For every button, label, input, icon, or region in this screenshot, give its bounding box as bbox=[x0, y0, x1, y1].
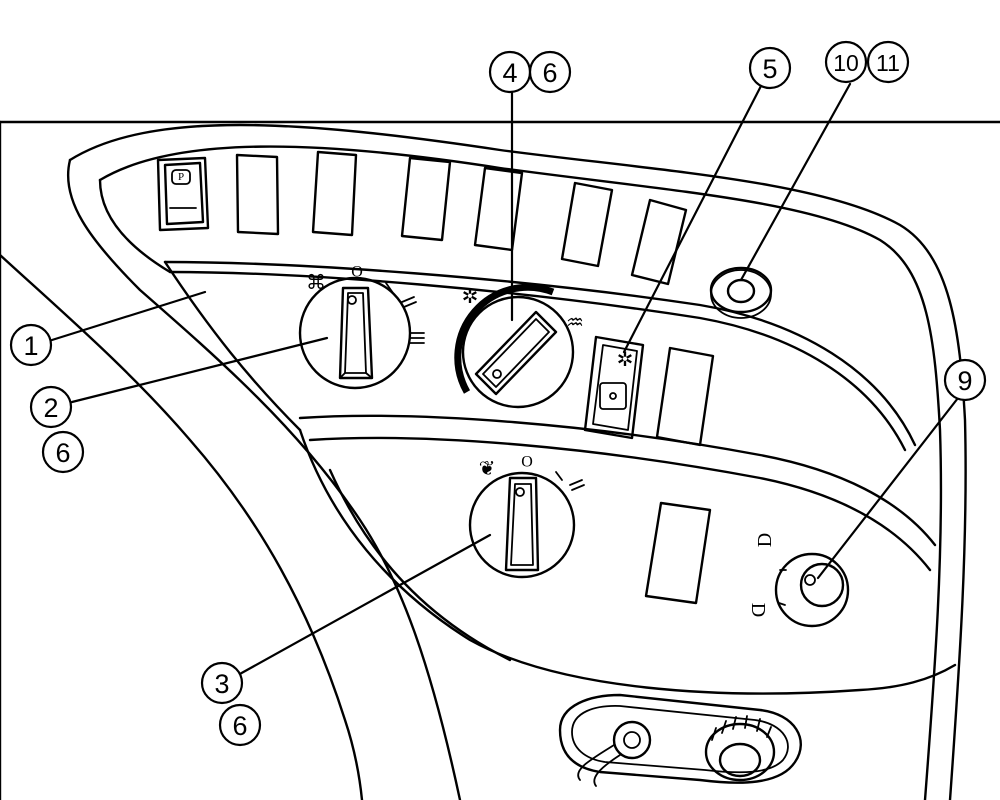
callout-11: 11 bbox=[866, 40, 910, 84]
temperature-knob[interactable] bbox=[454, 283, 575, 409]
svg-text:3: 3 bbox=[214, 669, 229, 699]
cold-icon: ✲ bbox=[462, 284, 479, 308]
fan-icon: ⌘ bbox=[306, 270, 326, 294]
callout-1: 1 bbox=[9, 323, 53, 367]
wiper-markings: ❦ O bbox=[479, 454, 585, 491]
leader-10-11 bbox=[739, 82, 852, 282]
svg-text:6: 6 bbox=[542, 58, 557, 88]
switch-blank-5[interactable] bbox=[560, 181, 614, 268]
svg-text:6: 6 bbox=[232, 711, 247, 741]
fan-speed-markings: ⌘ O bbox=[306, 264, 425, 344]
callout-2: 2 bbox=[29, 385, 73, 429]
heat-icon: ♒ bbox=[566, 310, 584, 334]
switch-blank-3[interactable] bbox=[400, 156, 452, 242]
switch-blank-8[interactable] bbox=[644, 501, 712, 605]
round-push-button[interactable] bbox=[709, 266, 773, 319]
svg-text:2: 2 bbox=[43, 393, 58, 423]
mirror-adjust-knob[interactable] bbox=[774, 552, 850, 628]
wiper-zero-mark: O bbox=[521, 454, 533, 471]
svg-text:11: 11 bbox=[876, 50, 900, 76]
switch-blank-6[interactable] bbox=[630, 198, 688, 286]
svg-text:6: 6 bbox=[55, 438, 70, 468]
switch-blank-2[interactable] bbox=[311, 150, 358, 237]
mirror-d-top: D bbox=[754, 533, 776, 547]
leader-1 bbox=[50, 290, 207, 342]
rotary-control[interactable] bbox=[704, 715, 776, 782]
panel-frame bbox=[0, 120, 1000, 800]
leader-lines bbox=[50, 82, 960, 677]
ac-snowflake-icon: ✲ bbox=[617, 347, 634, 371]
fan-zero-mark: O bbox=[351, 264, 363, 281]
callout-4: 4 bbox=[488, 50, 532, 94]
svg-text:1: 1 bbox=[23, 331, 38, 361]
wiper-knob[interactable] bbox=[468, 471, 576, 579]
temperature-arc bbox=[454, 283, 555, 394]
callout-10: 10 bbox=[824, 40, 868, 84]
ac-switch[interactable]: ✲ bbox=[583, 335, 645, 440]
bottom-console bbox=[558, 693, 802, 784]
svg-text:4: 4 bbox=[502, 58, 517, 88]
leader-3 bbox=[236, 533, 492, 677]
leader-9 bbox=[816, 396, 960, 580]
callout-6-under-3: 6 bbox=[218, 703, 262, 747]
mirror-markings: D D bbox=[747, 533, 776, 617]
parking-brake-switch[interactable]: P bbox=[156, 156, 210, 232]
switch-blank-1[interactable] bbox=[235, 153, 280, 236]
fan-speed-knob[interactable] bbox=[298, 276, 412, 390]
svg-text:5: 5 bbox=[762, 54, 777, 84]
dashboard-body bbox=[0, 123, 967, 800]
callout-5: 5 bbox=[748, 46, 792, 90]
callout-9: 9 bbox=[943, 358, 987, 402]
callout-3: 3 bbox=[200, 661, 244, 705]
svg-text:10: 10 bbox=[833, 50, 859, 76]
wiper-icon: ❦ bbox=[479, 456, 496, 480]
upper-switch-row bbox=[235, 150, 688, 286]
callout-6-next-to-4: 6 bbox=[528, 50, 572, 94]
mirror-d-bottom: D bbox=[747, 603, 769, 617]
leader-5 bbox=[622, 82, 764, 354]
callout-6-under-2: 6 bbox=[41, 430, 85, 474]
switch-blank-4[interactable] bbox=[473, 166, 524, 252]
svg-text:9: 9 bbox=[957, 366, 972, 396]
switch-label-p: P bbox=[178, 171, 184, 183]
power-socket[interactable] bbox=[577, 720, 652, 787]
switch-blank-7[interactable] bbox=[655, 346, 715, 447]
leader-2 bbox=[70, 336, 329, 404]
temperature-markings: ✲ ♒ bbox=[462, 284, 584, 334]
